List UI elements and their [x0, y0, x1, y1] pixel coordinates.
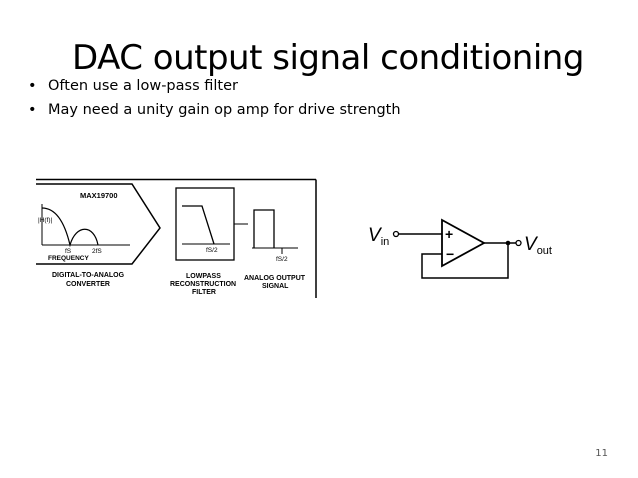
filter-cutoff-label: fS/2	[206, 247, 218, 254]
bullet-item: • Often use a low-pass filter	[28, 74, 401, 98]
filter-caption-line3: FILTER	[192, 289, 216, 296]
filter-response-curve	[182, 205, 215, 245]
opamp-triangle-icon	[441, 218, 486, 268]
frequency-axis-label: FREQUENCY	[48, 255, 89, 262]
dac-caption-line1: DIGITAL-TO-ANALOG	[52, 272, 125, 279]
output-response-box	[253, 209, 275, 248]
output-caption-line1: ANALOG OUTPUT	[244, 275, 306, 282]
feedback-wire	[421, 243, 509, 279]
vin-label: Vin	[368, 225, 389, 248]
sinc-magnitude-label: |H(f)|	[38, 217, 53, 224]
filter-caption-line1: LOWPASS	[186, 273, 221, 280]
input-terminal-icon	[392, 230, 400, 238]
filter-block	[175, 187, 235, 261]
dac-caption-line2: CONVERTER	[66, 281, 110, 288]
slide-title: DAC output signal conditioning	[72, 38, 584, 78]
output-caption-line2: SIGNAL	[262, 283, 289, 290]
output-cutoff-label: fS/2	[276, 256, 288, 263]
bullet-item: • May need a unity gain op amp for drive …	[28, 98, 401, 122]
output-terminal-icon	[515, 239, 522, 247]
dac-block-outline	[36, 183, 161, 265]
bullet-text: Often use a low-pass filter	[48, 78, 238, 94]
dac-signal-chain-diagram: MAX19700 |H(f)| fS 2fS FREQUENCY DIGITAL…	[36, 178, 317, 298]
opamp-buffer-diagram: Vin + − Vout	[368, 218, 552, 279]
bullet-list: • Often use a low-pass filter • May need a…	[28, 74, 401, 122]
page-number: 11	[595, 448, 608, 459]
fs-tick-label: fS	[65, 248, 72, 255]
bullet-dot-icon: •	[28, 102, 37, 118]
two-fs-tick-label: 2fS	[92, 248, 102, 255]
dac-chip-name: MAX19700	[80, 191, 118, 200]
bullet-text: May need a unity gain op amp for drive s…	[48, 102, 401, 118]
sinc-response-curve	[41, 207, 99, 248]
noninverting-sign: +	[445, 226, 453, 242]
bullet-dot-icon: •	[28, 78, 37, 94]
inverting-sign: −	[446, 246, 454, 262]
vout-label: Vout	[524, 234, 552, 257]
filter-caption-line2: RECONSTRUCTION	[170, 281, 236, 288]
